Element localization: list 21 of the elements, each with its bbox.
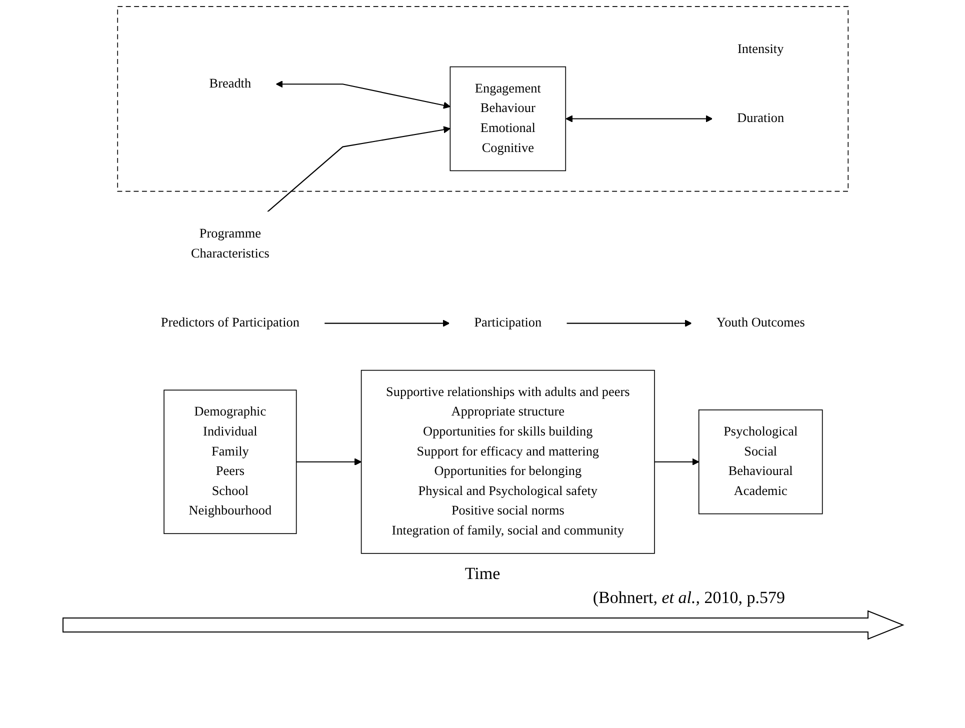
node-box: Engagement Behaviour Emotional Cognitive: [449, 66, 566, 172]
node-text: Intensity: [737, 42, 784, 56]
citation: (Bohnert, et al., 2010, p.579: [592, 588, 785, 608]
arrow: [654, 458, 699, 466]
arrow: [266, 126, 450, 212]
arrow: [296, 458, 362, 466]
node-box: Supportive relationships with adults and peers Appropriate structure Opportunities for skills building Support for efficacy and mattering Opportunities for belonging Physical and Psychological safety Positive social norms Integration of family, social and community: [360, 370, 655, 554]
node-text: Participation: [474, 316, 542, 330]
node-text: Youth Outcomes: [716, 316, 804, 330]
node-text: Predictors of Participation: [160, 316, 300, 330]
cluster: [116, 6, 848, 192]
arrow: [275, 80, 450, 109]
node-box: Psychological Social Behavioural Academic: [698, 409, 822, 514]
arrow: [566, 320, 692, 327]
axis-label: Time: [464, 564, 500, 584]
node-text: Duration: [736, 111, 784, 126]
node-text: Breadth: [208, 76, 251, 91]
arrow: [565, 115, 712, 122]
node-text: Programme Characteristics: [190, 226, 269, 261]
node-box: Demographic Individual Family Peers School Neighbourhood: [163, 390, 296, 534]
arrow: [324, 320, 450, 327]
